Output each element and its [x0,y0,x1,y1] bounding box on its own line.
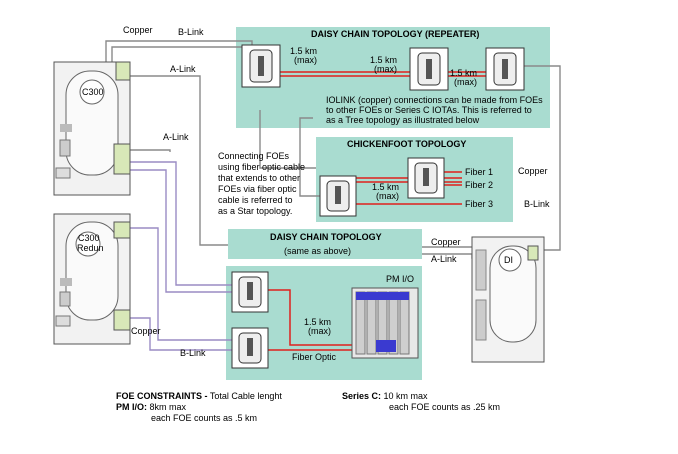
pm-distance: 1.5 km [304,317,331,327]
fiber-2-label: Fiber 2 [465,180,493,190]
blink-wire-bottom [118,317,236,351]
c300-top-connectors [113,61,131,175]
series-c-each-foe: each FOE counts as .25 km [389,402,501,412]
star-wire [299,117,322,197]
distance-label-2: 1.5 km [370,55,397,65]
blink-label-right: B-Link [524,199,550,209]
fiber-1-label: Fiber 1 [465,167,493,177]
blink-wire-mid [122,161,236,286]
c300-top-label: C300 [82,87,104,97]
pm-io-constraint: PM I/O: 8km max [116,402,186,413]
pm-io-constraint-value: 8km max [147,402,187,412]
series-c-constraint-label: Series C: [342,391,382,401]
foe-repeater-1[interactable] [241,44,281,88]
star-note-line-5: cable is referred to [218,195,293,205]
chickenfoot-max: (max) [376,191,399,201]
daisy-same-title: DAISY CHAIN TOPOLOGY [270,232,382,242]
pm-io-each-foe: each FOE counts as .5 km [151,413,258,423]
daisy-same-subtitle: (same as above) [284,246,351,256]
alink-label-mid: A-Link [163,132,189,142]
foe-chickenfoot-1[interactable] [319,175,357,217]
star-note-line-6: as a Star topology. [218,206,292,216]
pm-io-constraint-label: PM I/O: [116,402,147,412]
fiber-3-label: Fiber 3 [465,199,493,209]
alink-label-right: A-Link [431,254,457,264]
copper-label-mid: Copper [431,237,461,247]
iolink-note-line-3: as a Tree topology as illustrated below [326,115,480,125]
star-note-line-2: using fiber optic cable [218,162,305,172]
foe-pm-1[interactable] [231,271,269,313]
blink-label-top: B-Link [178,27,204,37]
c300-redun-label-2: Redun [77,243,104,253]
star-note-line-4: FOEs via fiber optic [218,184,297,194]
series-c-constraint: Series C: 10 km max [342,391,428,402]
daisy-chain-same-panel [228,229,422,259]
max-label-2: (max) [374,64,397,74]
alink-label-top: A-Link [170,64,196,74]
fiber-optic-label: Fiber Optic [292,352,337,362]
distance-label-3: 1.5 km [450,68,477,78]
foe-constraints-line: FOE CONSTRAINTS - Total Cable lenght [116,391,282,402]
copper-label-bottom: Copper [131,326,161,336]
foe-pm-2[interactable] [231,327,269,369]
alink-wire-mid [126,149,171,152]
pm-max: (max) [308,326,331,336]
copper-wire-right [514,65,561,251]
chickenfoot-distance: 1.5 km [372,182,399,192]
chickenfoot-title: CHICKENFOOT TOPOLOGY [347,139,466,149]
foe-constraints-label: FOE CONSTRAINTS - [116,391,208,401]
di-device[interactable]: DI [471,236,545,363]
daisy-repeater-title: DAISY CHAIN TOPOLOGY (REPEATER) [311,29,479,39]
chickenfoot-feed-wire [259,110,316,169]
blink-wire-mid2 [122,169,236,293]
c300-redun-connectors [113,221,131,331]
star-note-line-1: Connecting FOEs [218,151,290,161]
copper-label-right: Copper [518,166,548,176]
di-label: DI [504,255,513,265]
max-label-1: (max) [294,55,317,65]
iolink-note-line-1: IOLINK (copper) connections can be made … [326,95,543,105]
foe-chickenfoot-2[interactable] [407,157,445,199]
c300-top-device[interactable]: C300 [53,61,131,196]
series-c-constraint-value: 10 km max [381,391,428,401]
fiber-pm-1 [265,289,372,346]
c300-redun-label-1: C300 [78,233,100,243]
max-label-3: (max) [454,77,477,87]
pm-io-title: PM I/O [386,274,414,284]
star-note-line-3: that extends to other [218,173,300,183]
pm-io-rack[interactable] [351,287,419,359]
foe-repeater-2[interactable] [409,47,449,91]
foe-repeater-3[interactable] [485,47,525,91]
distance-label-1: 1.5 km [290,46,317,56]
copper-label-top: Copper [123,25,153,35]
alink-wire-top [128,75,228,246]
blink-label-bottom: B-Link [180,348,206,358]
iolink-note-line-2: to other FOEs or Series C IOTAs. This is… [326,105,532,115]
foe-constraints-text: Total Cable lenght [207,391,282,401]
blink-wire-low [122,227,236,341]
